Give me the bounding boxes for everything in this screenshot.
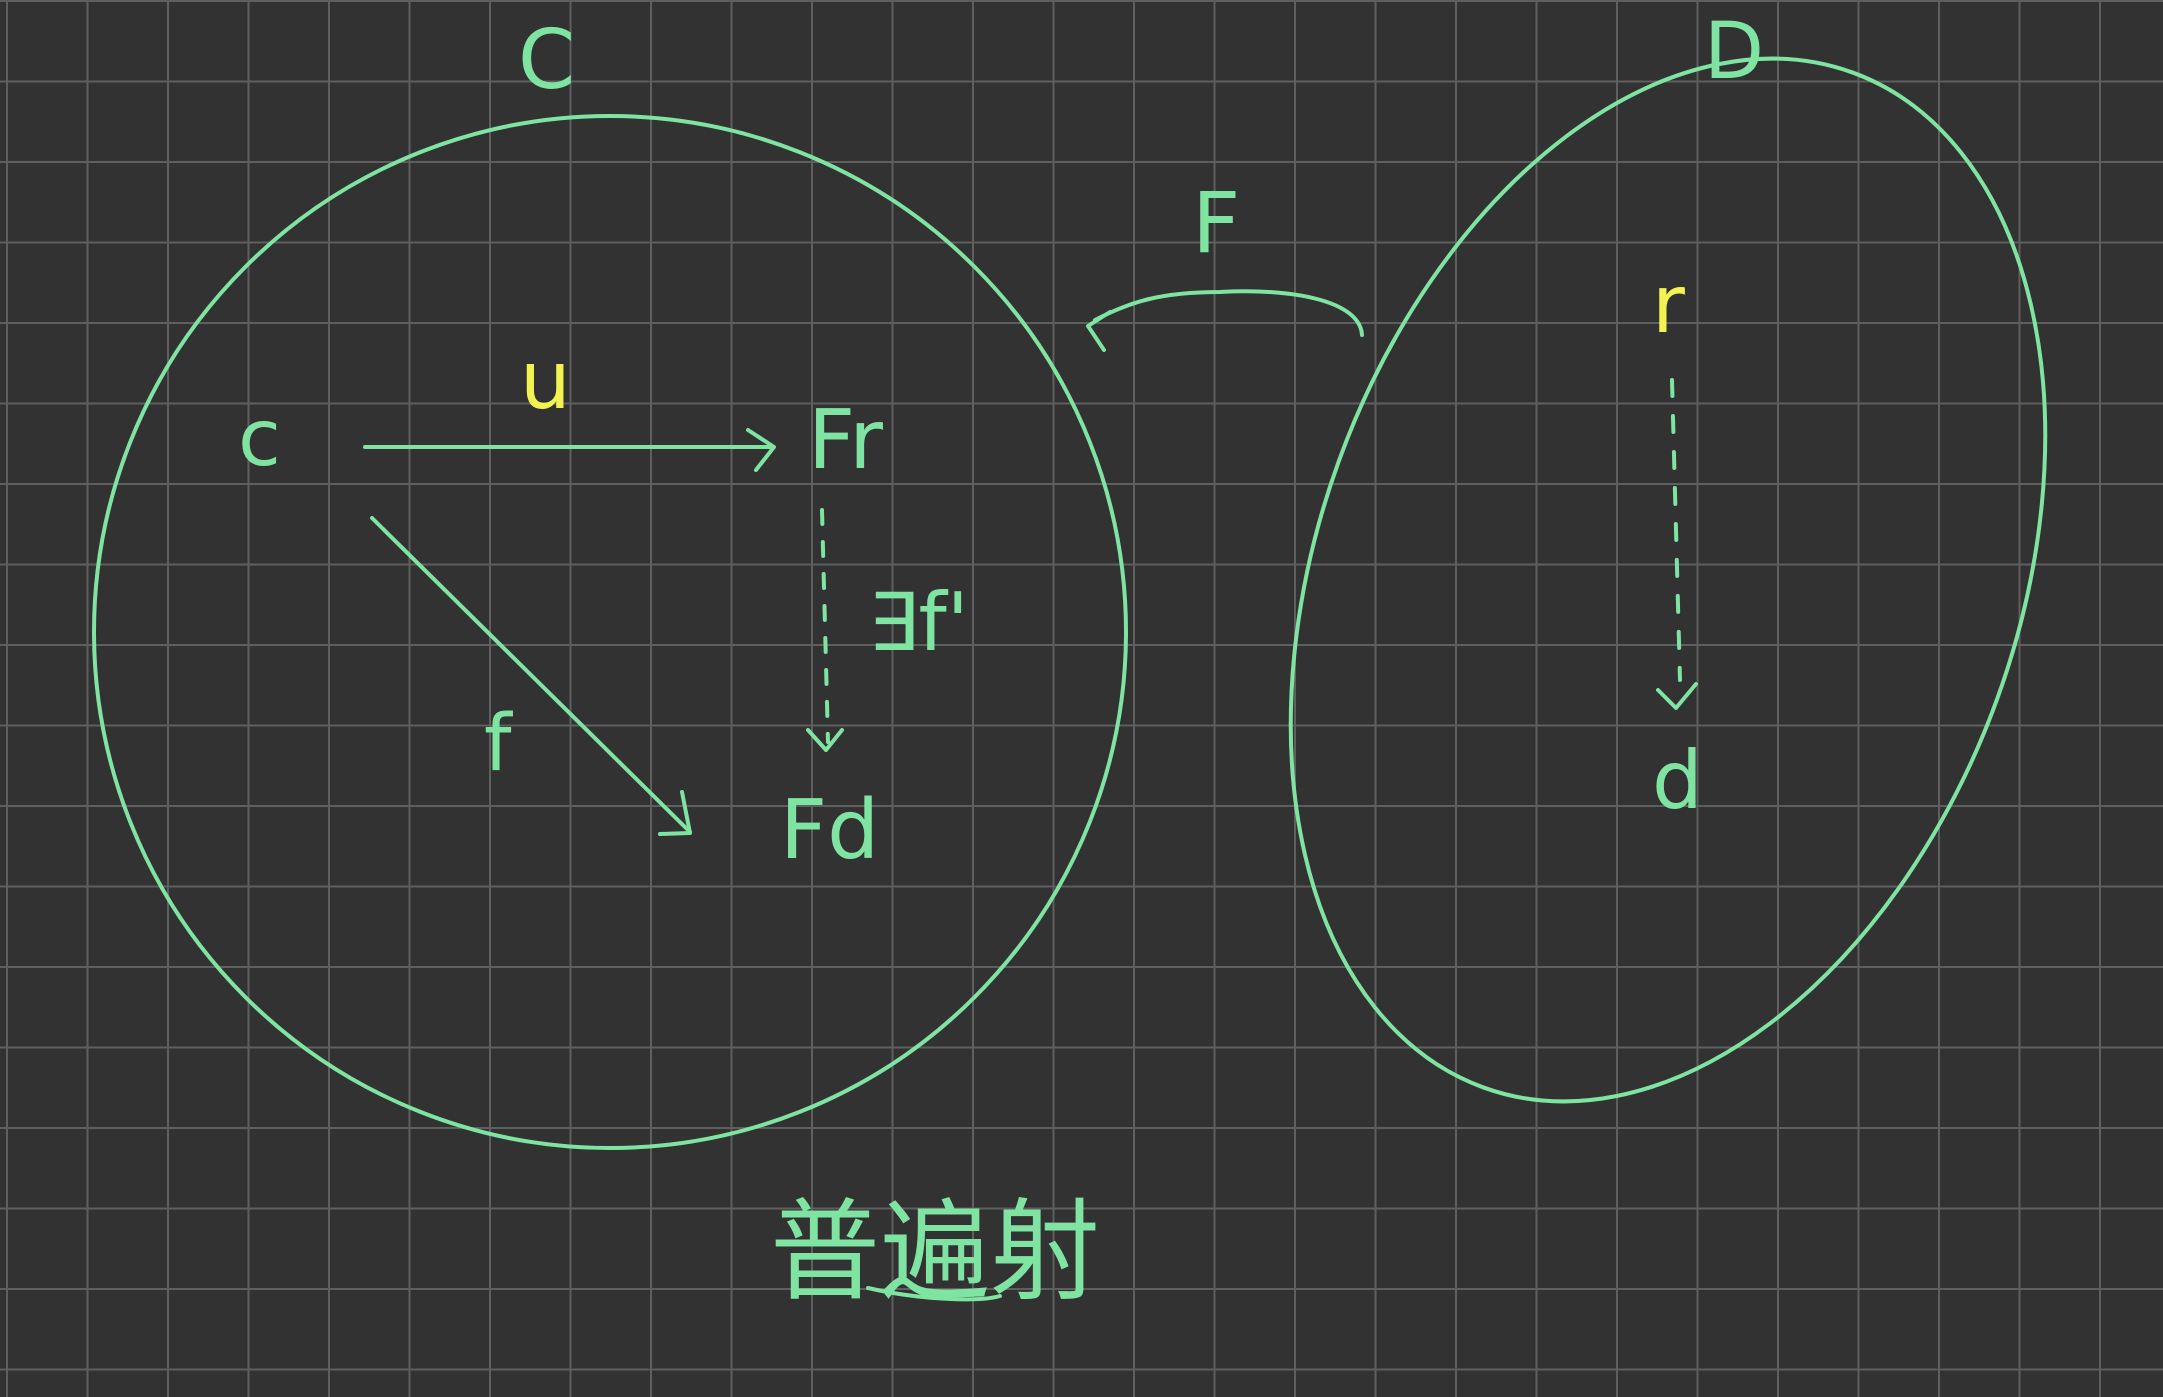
category-d-ellipse	[1288, 56, 2048, 1104]
morphism-r-to-d-arrowhead	[1656, 682, 1698, 710]
category-c-label: C	[518, 13, 575, 108]
morphism-r-to-d-dashed	[1670, 378, 1682, 682]
category-c-circle	[92, 114, 1128, 1150]
object-r-label: r	[1652, 258, 1685, 351]
morphism-u-label: u	[520, 334, 571, 427]
object-c-label: c	[238, 394, 281, 484]
morphism-f-arrow	[370, 516, 692, 834]
category-d-label: D	[1704, 7, 1764, 97]
morphism-ff-prime-arrowhead	[806, 728, 844, 752]
caption-universal-morphism: 普遍射	[770, 1188, 1100, 1316]
morphism-u-arrowhead	[746, 428, 776, 472]
object-fd-label: Fd	[780, 783, 879, 878]
object-fr-label: Fr	[808, 393, 883, 488]
morphism-f-arrowhead	[658, 790, 692, 836]
functor-label: F	[1192, 174, 1240, 272]
object-d-label: d	[1652, 734, 1703, 827]
caption-underline	[866, 1286, 1002, 1302]
morphism-ff-prime-label: ∃f'	[868, 576, 969, 669]
functor-arrow	[1093, 289, 1364, 337]
morphism-f-label: f	[484, 699, 513, 789]
morphism-ff-prime-dashed	[820, 508, 830, 744]
functor-arrowhead	[1086, 310, 1112, 352]
